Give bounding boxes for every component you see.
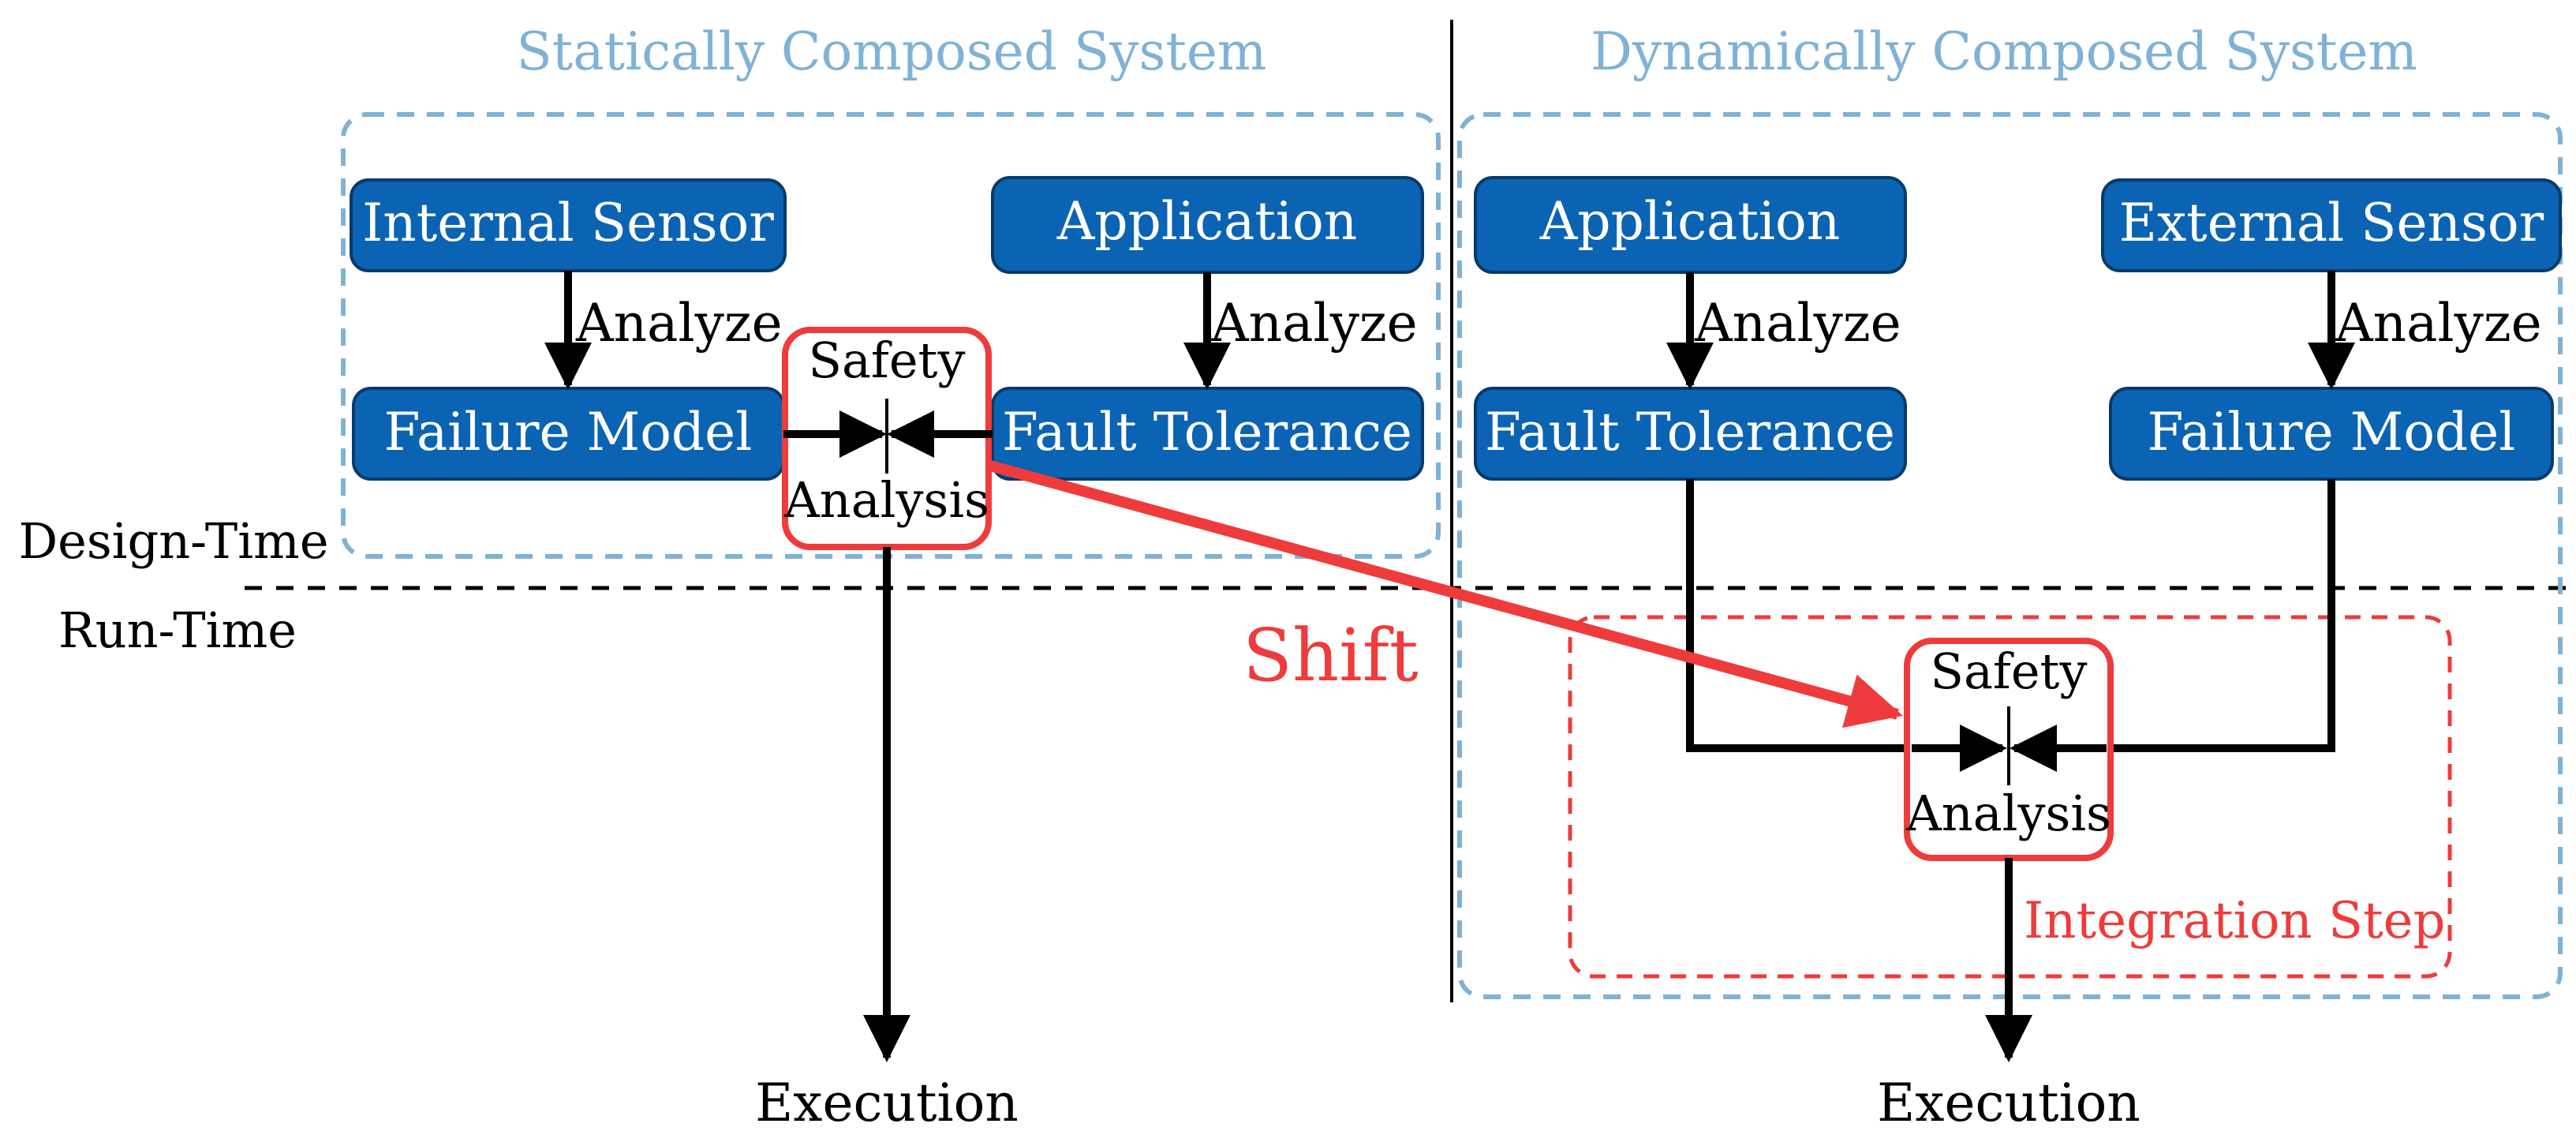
right-application-label: Application [1539,191,1841,252]
right-failure-model-box: Failure Model [2109,387,2554,481]
left-application-box: Application [991,176,1424,274]
left-failure-model-box: Failure Model [352,387,785,481]
right-analysis-label: Analysis [1905,785,2111,842]
right-fault-tolerance-label: Fault Tolerance [1485,402,1895,463]
right-external-sensor-label: External Sensor [2119,193,2544,253]
right-failure-model-label: Failure Model [2148,402,2516,463]
left-analysis-label: Analysis [783,471,989,529]
right-fault-to-safety-arrow [1686,479,2007,772]
right-safety-label: Safety [1930,642,2087,700]
run-time-label: Run-Time [58,601,297,659]
left-system-title: Statically Composed System [516,21,1266,82]
integration-step-group [1568,615,2452,979]
right-fault-tolerance-box: Fault Tolerance [1474,387,1907,481]
left-fault-tolerance-box: Fault Tolerance [991,387,1424,481]
left-application-label: Application [1056,191,1358,252]
design-time-label: Design-Time [18,512,328,570]
left-analyze-label-2: Analyze [1210,293,1418,354]
left-failure-model-label: Failure Model [384,402,753,463]
integration-step-label: Integration Step [2024,892,2446,950]
right-failure-to-safety-arrow [2015,479,2335,772]
left-internal-sensor-label: Internal Sensor [362,193,774,253]
left-analyze-label-1: Analyze [575,293,783,354]
left-internal-sensor-box: Internal Sensor [350,178,787,272]
right-analyze-label-1: Analyze [1694,293,1901,354]
left-safety-label: Safety [808,331,965,389]
right-execution-label: Execution [1877,1073,2140,1133]
right-analyze-label-2: Analyze [2335,293,2542,354]
shift-arrow [989,460,1903,728]
shift-label: Shift [1243,613,1419,698]
left-fault-tolerance-label: Fault Tolerance [1002,402,1412,463]
right-system-title: Dynamically Composed System [1591,21,2417,82]
left-execution-label: Execution [755,1073,1019,1133]
right-external-sensor-box: External Sensor [2101,178,2562,272]
right-application-box: Application [1474,176,1907,274]
